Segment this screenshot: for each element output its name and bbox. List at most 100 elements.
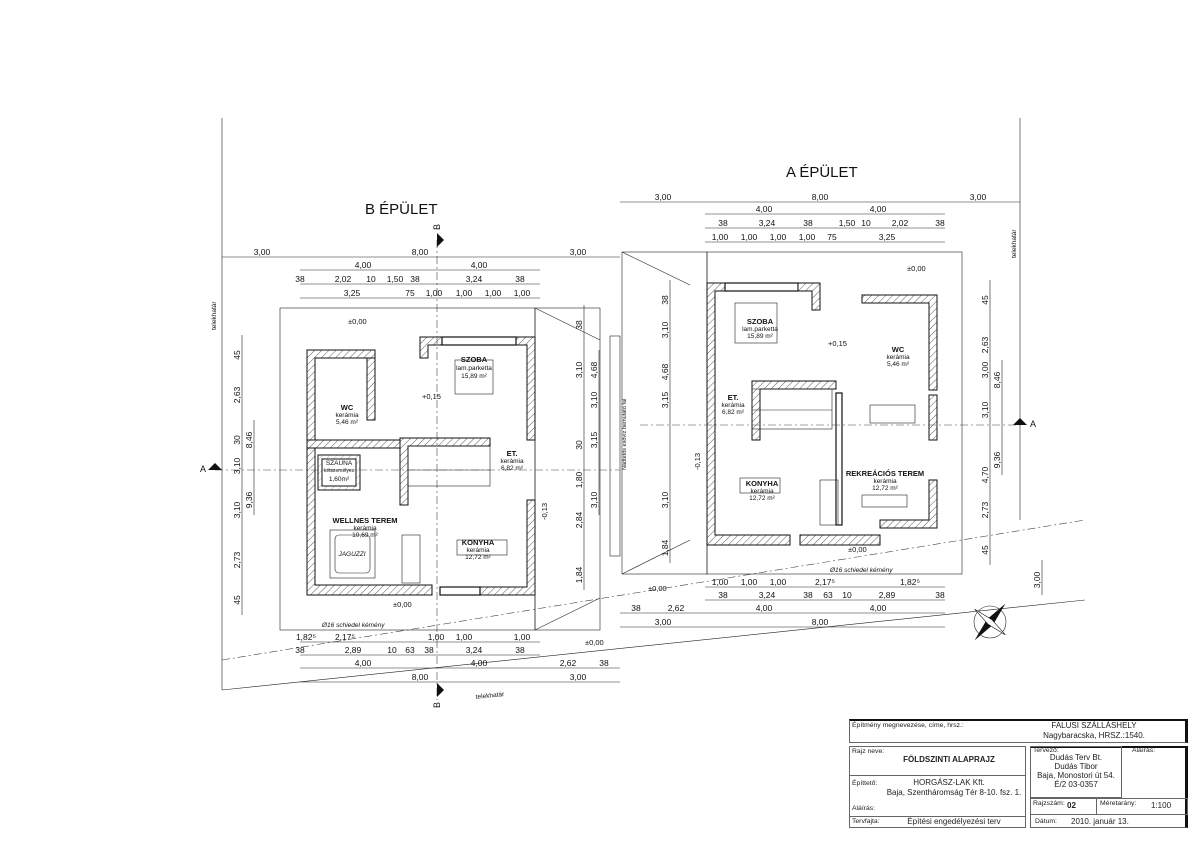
dimension-label: 3,00 <box>655 192 672 202</box>
section-marker-icon <box>437 233 444 247</box>
dimension-label: 8,00 <box>412 672 429 682</box>
dimension-label: 3,10 <box>574 361 584 378</box>
level-zero: ±0,00 <box>585 638 604 647</box>
room-finish: kerámia <box>721 402 745 409</box>
dimension-label: 8,46 <box>992 371 1002 388</box>
level-minus: -0,13 <box>693 453 702 470</box>
date: 2010. január 13. <box>1071 817 1129 826</box>
dimension-label: 2,84 <box>574 511 584 528</box>
dimension-label: 3,24 <box>466 274 483 284</box>
dimension-label: 2,89 <box>879 590 896 600</box>
room-area: 12,72 m² <box>872 485 898 492</box>
dimension-label: 3,24 <box>759 218 776 228</box>
drawing-no-label: Rajzszám: <box>1033 800 1065 807</box>
room-finish: kerámia <box>873 478 897 485</box>
room-finish: kerámia <box>500 458 524 465</box>
dimension-label: 3,15 <box>660 391 670 408</box>
dimension-label: 4,70 <box>980 466 990 483</box>
dimension-label: 38 <box>599 658 609 668</box>
dimension-label: 63 <box>823 590 833 600</box>
dimension-label: 38 <box>803 218 813 228</box>
dimension-label: 1,00 <box>770 577 787 587</box>
section-letter: A <box>200 464 206 474</box>
roof-outlines: Nádtetős esővíz bemutató fal <box>279 251 963 631</box>
dimension-label: 8,00 <box>812 617 829 627</box>
dimension-label: 63 <box>405 645 415 655</box>
plot-boundary-lines: telekhatár telekhatár telekhatár <box>211 118 1086 701</box>
section-lines: A A B B <box>200 224 1036 708</box>
dimension-label: 1,82⁵ <box>296 632 316 642</box>
dimension-label: 1,84 <box>660 539 670 556</box>
scale-label: Méretarány: <box>1100 800 1137 807</box>
dimension-label: 2,02 <box>335 274 352 284</box>
dimension-label: 4,68 <box>660 363 670 380</box>
room-finish: lam.parketta <box>456 365 492 372</box>
dimension-label: 3,00 <box>570 247 587 257</box>
dimension-label: 3,15 <box>589 431 599 448</box>
section-letter: A <box>1030 419 1036 429</box>
client-address: Baja, Szentháromság Tér 8-10. fsz. 1. <box>886 788 1022 797</box>
plan-type: Építési engedélyezési terv <box>907 817 1001 826</box>
jacuzzi-label: JAGUZZI <box>337 551 365 558</box>
plot-boundary-label: telekhatár <box>475 691 505 701</box>
room-name: SZOBA <box>461 355 488 364</box>
dimension-label: 75 <box>827 232 837 242</box>
dimension-label: 3,00 <box>1032 571 1042 588</box>
dimension-label: 2,89 <box>345 645 362 655</box>
room-name: REKREÁCIÓS TEREM <box>846 469 924 478</box>
building-b-title: B ÉPÜLET <box>365 200 438 218</box>
building-a-plan <box>706 282 938 546</box>
dimension-label: 8,46 <box>244 431 254 448</box>
dimension-label: 38 <box>410 274 420 284</box>
room-name: KONYHA <box>746 479 779 488</box>
dimension-label: 1,00 <box>485 288 502 298</box>
dimension-label: 3,00 <box>970 192 987 202</box>
level-zero: ±0,00 <box>848 545 867 554</box>
dimension-label: 4,00 <box>355 658 372 668</box>
dimension-label: 1,00 <box>712 232 729 242</box>
north-arrow-icon <box>973 603 1007 641</box>
dimension-label: 1,00 <box>428 632 445 642</box>
room-labels-b: SZOBA lam.parketta 15,89 m² WC kerámia 5… <box>324 355 524 561</box>
project-location: Nagybaracska, HRSZ.:1540. <box>1043 731 1145 740</box>
plan-type-label: Tervfajta: <box>852 818 880 825</box>
level-marks: ±0,00 +0,15 ±0,00 ±0,00 ±0,00 +0,15 ±0,0… <box>321 264 926 647</box>
client-name: HORGÁSZ-LAK Kft. <box>913 778 985 787</box>
dimension-label: 1,00 <box>741 232 758 242</box>
signature-label: Aláírás: <box>852 805 876 812</box>
dimension-label: 2,17⁵ <box>815 577 835 587</box>
dimension-label: 3,10 <box>660 321 670 338</box>
room-area: 12,72 m² <box>749 495 775 502</box>
designer-license: É/2 03-0357 <box>1054 780 1098 789</box>
dimension-label: 3,25 <box>879 232 896 242</box>
room-area: 10,69 m² <box>352 532 378 539</box>
dimension-label: 38 <box>515 274 525 284</box>
dimension-label: 2,63 <box>980 336 990 353</box>
dimension-label: 3,10 <box>589 491 599 508</box>
dimension-label: 1,82⁵ <box>900 577 920 587</box>
level-plus: +0,15 <box>422 392 441 401</box>
room-finish: kerámia <box>466 547 490 554</box>
room-finish: kerámia <box>335 412 359 419</box>
chimney-note: Ø16 schiedel kémény <box>321 622 385 629</box>
plot-boundary-label: telekhatár <box>211 301 218 330</box>
project-label: Építmény megnevezése, címe, hrsz.: <box>852 722 964 729</box>
dimension-label: 38 <box>295 645 305 655</box>
room-area: 12,72 m² <box>465 554 491 561</box>
designer-company: Dudás Terv Bt. <box>1049 753 1103 762</box>
room-finish: kerámia <box>353 525 377 532</box>
room-finish: kerámia <box>886 354 910 361</box>
dimension-label: 9,36 <box>992 451 1002 468</box>
dimension-label: 45 <box>232 595 242 605</box>
dimension-label: 1,50 <box>387 274 404 284</box>
room-name: WC <box>341 403 354 412</box>
dimension-label: 4,68 <box>589 361 599 378</box>
dimension-label: 4,00 <box>355 260 372 270</box>
room-finish: lam.parketta <box>742 326 778 333</box>
room-name: SZAUNA <box>326 460 353 467</box>
dimension-label: 8,00 <box>812 192 829 202</box>
dimension-label: 3,00 <box>254 247 271 257</box>
room-name: ET. <box>728 393 739 402</box>
